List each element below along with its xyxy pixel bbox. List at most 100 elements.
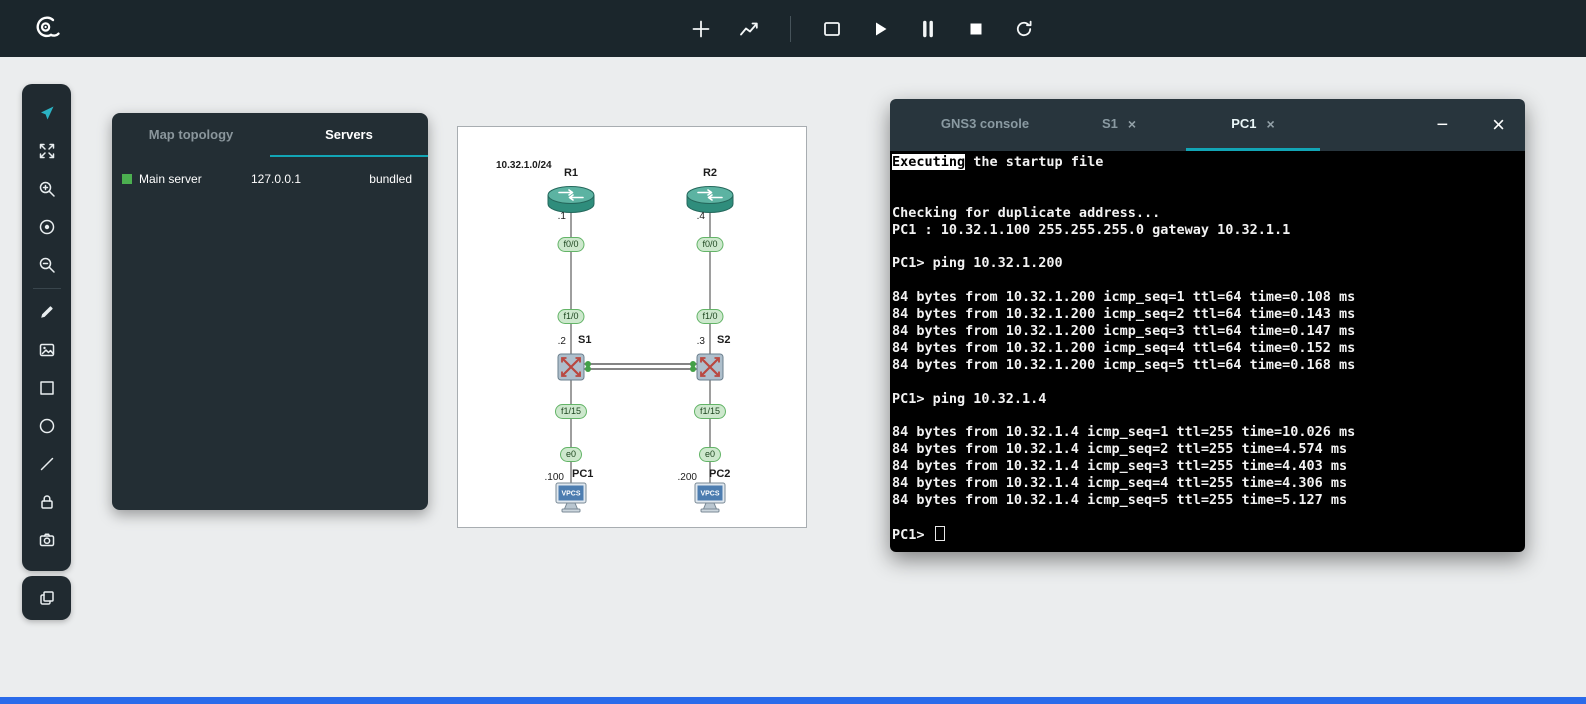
fullscreen-button[interactable]	[28, 132, 66, 170]
terminal-line: PC1> ping 10.32.1.200	[892, 255, 1523, 272]
draw-ellipse-button[interactable]	[28, 407, 66, 445]
terminal-line	[892, 239, 1523, 256]
toolbar-divider	[790, 16, 791, 42]
camera-icon	[38, 531, 56, 549]
svg-text:VPCS: VPCS	[700, 491, 719, 498]
stop-button[interactable]	[963, 16, 989, 42]
terminal-cursor	[935, 526, 945, 541]
topology-canvas[interactable]: 10.32.1.0/24 R1 .1 f0/0 f1/0 R2 .4 f0/0 …	[457, 126, 807, 528]
terminal-line: PC1 : 10.32.1.100 255.255.255.0 gateway …	[892, 222, 1523, 239]
interface-label-s2-f115: f1/15	[694, 404, 726, 419]
zoom-in-icon	[38, 180, 56, 198]
vpcs-computer-icon: VPCS	[554, 482, 588, 514]
terminal-body[interactable]: Executing the startup fileChecking for d…	[890, 151, 1525, 552]
start-button[interactable]	[867, 16, 893, 42]
node-label-r2: R2	[686, 167, 734, 179]
tab-map-topology[interactable]: Map topology	[112, 113, 270, 157]
draw-rectangle-button[interactable]	[28, 369, 66, 407]
node-label-pc1: PC1	[572, 468, 593, 480]
pause-button[interactable]	[915, 16, 941, 42]
switch-icon	[696, 353, 724, 381]
topbar	[0, 0, 1586, 57]
terminal-line	[892, 272, 1523, 289]
terminal-line: PC1> ping 10.32.1.4	[892, 391, 1523, 408]
line-icon	[38, 455, 56, 473]
layers-icon	[38, 589, 56, 607]
svg-text:VPCS: VPCS	[561, 491, 580, 498]
switch-s1-node[interactable]	[557, 353, 585, 386]
console-header[interactable]: GNS3 console S1 × PC1 × − ×	[890, 99, 1525, 151]
terminal-line: 84 bytes from 10.32.1.200 icmp_seq=1 ttl…	[892, 289, 1523, 306]
tab-label: S1	[1102, 116, 1118, 131]
close-tab-icon[interactable]: ×	[1267, 116, 1275, 132]
window-controls: − ×	[1436, 99, 1505, 151]
draw-pencil-button[interactable]	[28, 293, 66, 331]
lock-icon	[38, 493, 56, 511]
tab-servers[interactable]: Servers	[270, 113, 428, 157]
topbar-toolbar	[688, 0, 1037, 57]
bottom-strip	[0, 697, 1586, 704]
center-target-icon	[38, 218, 56, 236]
addr-label-r1: .1	[546, 211, 566, 222]
zoom-out-button[interactable]	[28, 246, 66, 284]
tab-label: GNS3 console	[941, 116, 1029, 131]
topology-panel-tabs: Map topology Servers	[112, 113, 428, 157]
terminal-line	[892, 374, 1523, 391]
terminal-line	[892, 171, 1523, 188]
minimize-button[interactable]: −	[1436, 115, 1448, 135]
terminal-line	[892, 188, 1523, 205]
switch-icon	[557, 353, 585, 381]
link-status-dot	[585, 366, 591, 372]
reload-button[interactable]	[1011, 16, 1037, 42]
link-lines	[458, 127, 806, 527]
circle-icon	[38, 417, 56, 435]
draw-line-button[interactable]	[28, 445, 66, 483]
server-row[interactable]: Main server 127.0.0.1 bundled	[112, 157, 428, 186]
terminal-line: 84 bytes from 10.32.1.4 icmp_seq=5 ttl=2…	[892, 492, 1523, 509]
terminal-line: 84 bytes from 10.32.1.4 icmp_seq=2 ttl=2…	[892, 441, 1523, 458]
console-tabs: GNS3 console S1 × PC1 ×	[918, 99, 1320, 151]
terminal-line: 84 bytes from 10.32.1.200 icmp_seq=5 ttl…	[892, 357, 1523, 374]
interface-label-r2-f10: f1/0	[696, 309, 723, 324]
rectangle-icon	[38, 379, 56, 397]
topology-panel: Map topology Servers Main server 127.0.0…	[112, 113, 428, 510]
addr-label-s2: .3	[685, 336, 705, 347]
zoom-out-icon	[38, 256, 56, 274]
tab-label: PC1	[1231, 116, 1256, 131]
node-label-r1: R1	[547, 167, 595, 179]
select-tool-button[interactable]	[28, 94, 66, 132]
tab-s1[interactable]: S1 ×	[1052, 99, 1186, 151]
node-label-s1: S1	[578, 334, 591, 346]
chart-button[interactable]	[736, 16, 762, 42]
pencil-icon	[38, 303, 56, 321]
tab-pc1[interactable]: PC1 ×	[1186, 99, 1320, 151]
expand-icon	[38, 142, 56, 160]
screenshot-button[interactable]	[28, 521, 66, 559]
network-annotation: 10.32.1.0/24	[496, 160, 552, 171]
close-window-button[interactable]: ×	[1492, 114, 1505, 136]
image-icon	[38, 341, 56, 359]
interface-label-r1-f00: f0/0	[557, 237, 584, 252]
tab-gns3-console[interactable]: GNS3 console	[918, 99, 1052, 151]
frame-button[interactable]	[819, 16, 845, 42]
add-node-button[interactable]	[688, 16, 714, 42]
zoom-in-button[interactable]	[28, 170, 66, 208]
drawing-toolbar	[22, 84, 71, 620]
layers-button[interactable]	[22, 576, 71, 620]
switch-s2-node[interactable]	[696, 353, 724, 386]
vpcs-pc2-node[interactable]: VPCS	[693, 482, 727, 519]
console-window: GNS3 console S1 × PC1 × − × Executing th…	[890, 99, 1525, 552]
lock-button[interactable]	[28, 483, 66, 521]
vpcs-pc1-node[interactable]: VPCS	[554, 482, 588, 519]
close-tab-icon[interactable]: ×	[1128, 116, 1136, 132]
terminal-line: Executing the startup file	[892, 154, 1523, 171]
center-view-button[interactable]	[28, 208, 66, 246]
terminal-lines: Executing the startup fileChecking for d…	[892, 154, 1523, 526]
navigation-arrow-icon	[38, 104, 56, 122]
server-status-icon	[122, 174, 132, 184]
terminal-line: 84 bytes from 10.32.1.4 icmp_seq=4 ttl=2…	[892, 475, 1523, 492]
node-label-s2: S2	[717, 334, 730, 346]
addr-label-r2: .4	[685, 211, 705, 222]
server-type: bundled	[369, 172, 412, 186]
add-image-button[interactable]	[28, 331, 66, 369]
